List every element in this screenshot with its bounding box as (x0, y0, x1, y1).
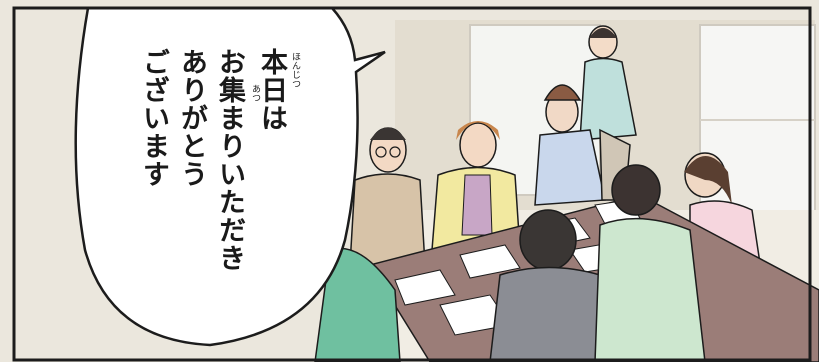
panel-border (12, 6, 812, 362)
standing-nurse (579, 25, 637, 141)
speech-line-1: 本日は (256, 48, 287, 132)
speech-bubble (74, 6, 386, 347)
speech-line-2: お集まりいただき (214, 48, 245, 272)
elderly-man (534, 84, 631, 206)
foreground-man-gray (489, 209, 611, 362)
ruby-atsu: あつ (250, 84, 260, 102)
speech-line-4: ございます (138, 48, 169, 188)
window-right (699, 24, 816, 226)
foreground-man-green (594, 164, 706, 362)
ruby-honjitsu: ほんじつ (290, 52, 300, 88)
man-with-glasses (349, 127, 426, 266)
speech-line-3: ありがとう (176, 48, 207, 188)
woman-yellow-cardigan (431, 121, 521, 251)
